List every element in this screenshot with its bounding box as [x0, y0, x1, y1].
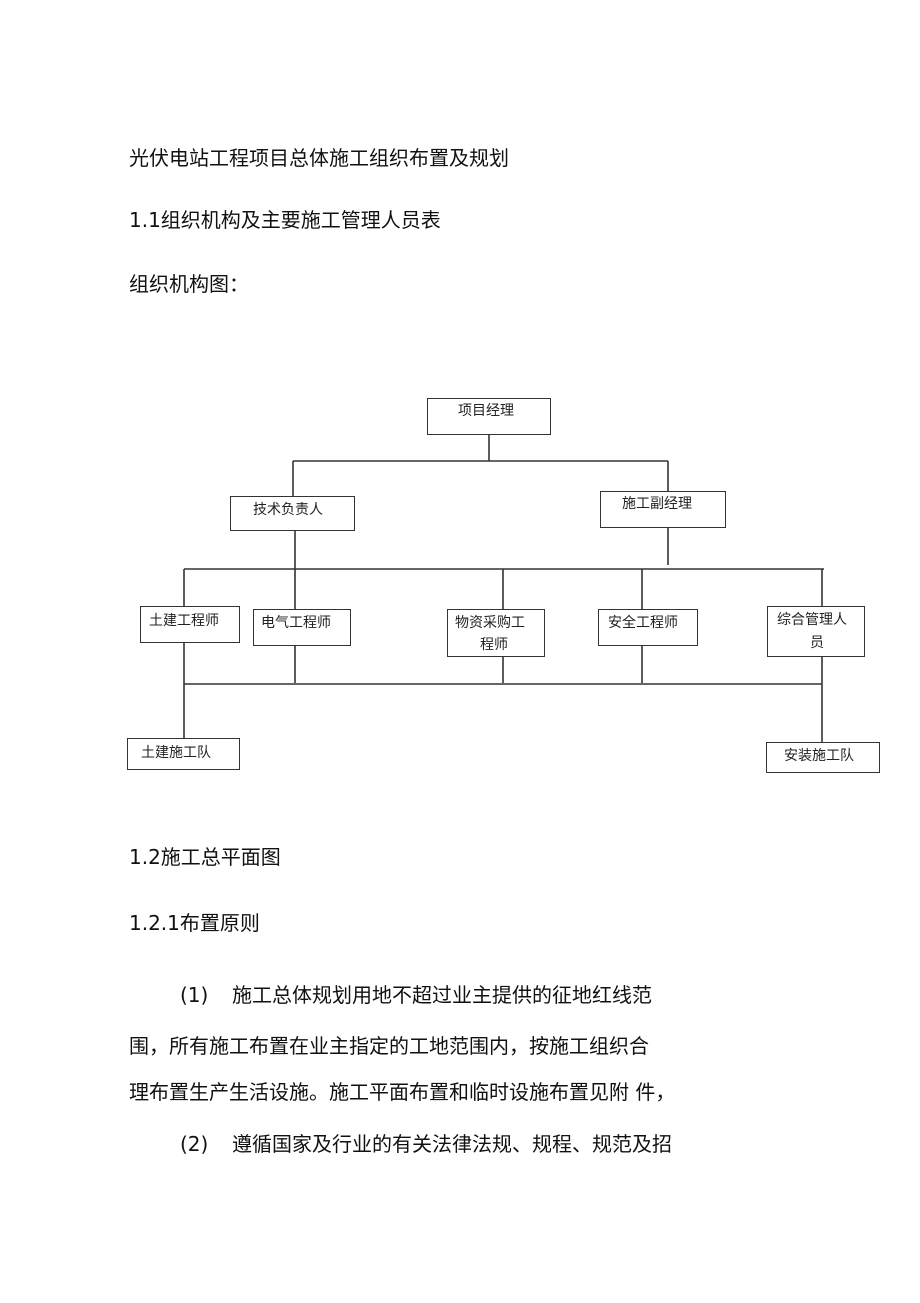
paragraph-1-line-3: 理布置生产生活设施。施工平面布置和临时设施布置见附 件，	[129, 1080, 676, 1104]
org-box-label: 电气工程师	[261, 615, 331, 631]
org-box-label: 程师	[480, 637, 508, 653]
org-box-civil-team: 土建施工队	[127, 738, 240, 770]
paragraph-1-line-1: (1) 施工总体规划用地不超过业主提供的征地红线范	[180, 983, 652, 1007]
org-box-materials-engineer: 物资采购工 程师	[447, 609, 545, 657]
org-box-safety-engineer: 安全工程师	[598, 609, 698, 646]
org-box-electrical-engineer: 电气工程师	[253, 609, 351, 646]
org-box-deputy-manager: 施工副经理	[600, 491, 726, 528]
org-box-label: 土建工程师	[149, 613, 219, 629]
section-heading-1-2: 1.2施工总平面图	[129, 845, 281, 869]
org-box-label: 物资采购工	[455, 615, 525, 631]
paragraph-number: (2)	[180, 1132, 209, 1156]
paragraph-text: 遵循国家及行业的有关法律法规、规程、规范及招	[232, 1132, 672, 1156]
org-box-label: 技术负责人	[253, 502, 323, 518]
org-box-technical-lead: 技术负责人	[230, 496, 355, 531]
section-heading-1-2-1: 1.2.1布置原则	[129, 911, 260, 935]
paragraph-2-line-1: (2) 遵循国家及行业的有关法律法规、规程、规范及招	[180, 1132, 672, 1156]
org-box-label: 项目经理	[458, 403, 514, 419]
org-box-label: 施工副经理	[622, 496, 692, 512]
paragraph-text: 施工总体规划用地不超过业主提供的征地红线范	[232, 983, 652, 1007]
org-chart-label: 组织机构图：	[129, 272, 249, 296]
org-box-civil-engineer: 土建工程师	[140, 606, 240, 643]
org-box-label: 员	[810, 635, 824, 651]
org-box-label: 综合管理人	[777, 612, 847, 628]
section-heading-1-1: 1.1组织机构及主要施工管理人员表	[129, 208, 441, 232]
paragraph-1-line-2: 围，所有施工布置在业主指定的工地范围内，按施工组织合	[129, 1034, 649, 1058]
org-box-admin-staff: 综合管理人 员	[767, 606, 865, 657]
org-box-label: 安装施工队	[784, 748, 854, 764]
org-box-install-team: 安装施工队	[766, 742, 880, 773]
document-title: 光伏电站工程项目总体施工组织布置及规划	[129, 146, 509, 170]
org-box-label: 土建施工队	[141, 745, 211, 761]
org-box-label: 安全工程师	[608, 615, 678, 631]
org-box-project-manager: 项目经理	[427, 398, 551, 435]
paragraph-number: (1)	[180, 983, 209, 1007]
